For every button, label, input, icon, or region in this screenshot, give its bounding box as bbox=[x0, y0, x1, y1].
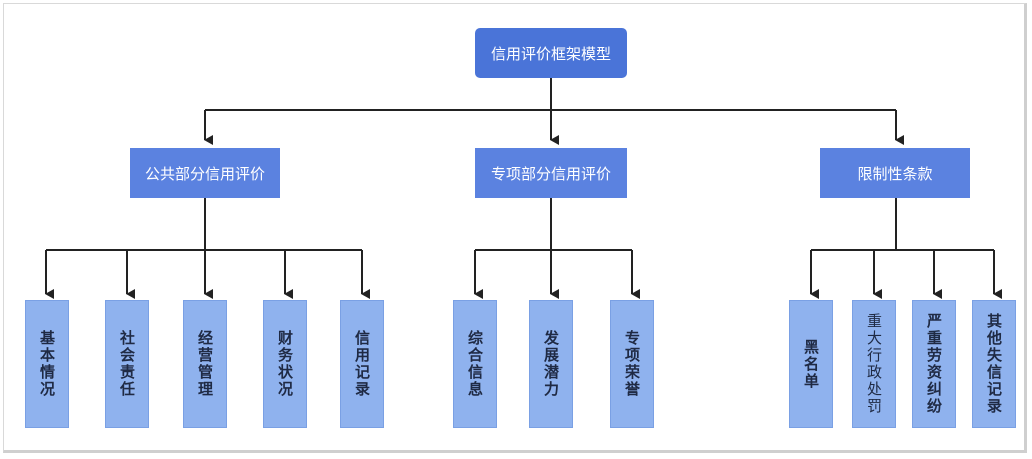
leaf-node-comprehensive-info: 综合信息 bbox=[453, 300, 497, 428]
leaf-label: 黑名单 bbox=[802, 338, 820, 390]
leaf-label: 基本情况 bbox=[38, 330, 56, 398]
leaf-label: 社会责任 bbox=[118, 330, 136, 398]
leaf-node-special-honors: 专项荣誉 bbox=[610, 300, 654, 428]
leaf-node-financial-status: 财务状况 bbox=[263, 300, 307, 428]
leaf-node-credit-record: 信用记录 bbox=[340, 300, 384, 428]
leaf-node-operations-management: 经营管理 bbox=[183, 300, 227, 428]
leaf-node-blacklist: 黑名单 bbox=[789, 300, 833, 428]
group-node-restrictive: 限制性条款 bbox=[820, 148, 970, 198]
leaf-node-other-dishonesty: 其他失信记录 bbox=[972, 300, 1016, 428]
leaf-label: 重大行政处罚 bbox=[865, 313, 883, 415]
leaf-label: 其他失信记录 bbox=[985, 313, 1003, 415]
root-node: 信用评价框架模型 bbox=[475, 28, 627, 78]
leaf-label: 信用记录 bbox=[353, 330, 371, 398]
leaf-label: 严重劳资纠纷 bbox=[925, 313, 943, 415]
leaf-label: 综合信息 bbox=[466, 330, 484, 398]
leaf-label: 发展潜力 bbox=[542, 330, 560, 398]
leaf-node-basic-info: 基本情况 bbox=[25, 300, 69, 428]
leaf-node-labor-dispute: 严重劳资纠纷 bbox=[912, 300, 956, 428]
leaf-node-major-penalty: 重大行政处罚 bbox=[852, 300, 896, 428]
leaf-node-development-potential: 发展潜力 bbox=[529, 300, 573, 428]
leaf-label: 财务状况 bbox=[276, 330, 294, 398]
leaf-label: 专项荣誉 bbox=[623, 330, 641, 398]
leaf-label: 经营管理 bbox=[196, 330, 214, 398]
leaf-node-social-responsibility: 社会责任 bbox=[105, 300, 149, 428]
group-node-special: 专项部分信用评价 bbox=[475, 148, 627, 198]
group-node-public: 公共部分信用评价 bbox=[130, 148, 280, 198]
